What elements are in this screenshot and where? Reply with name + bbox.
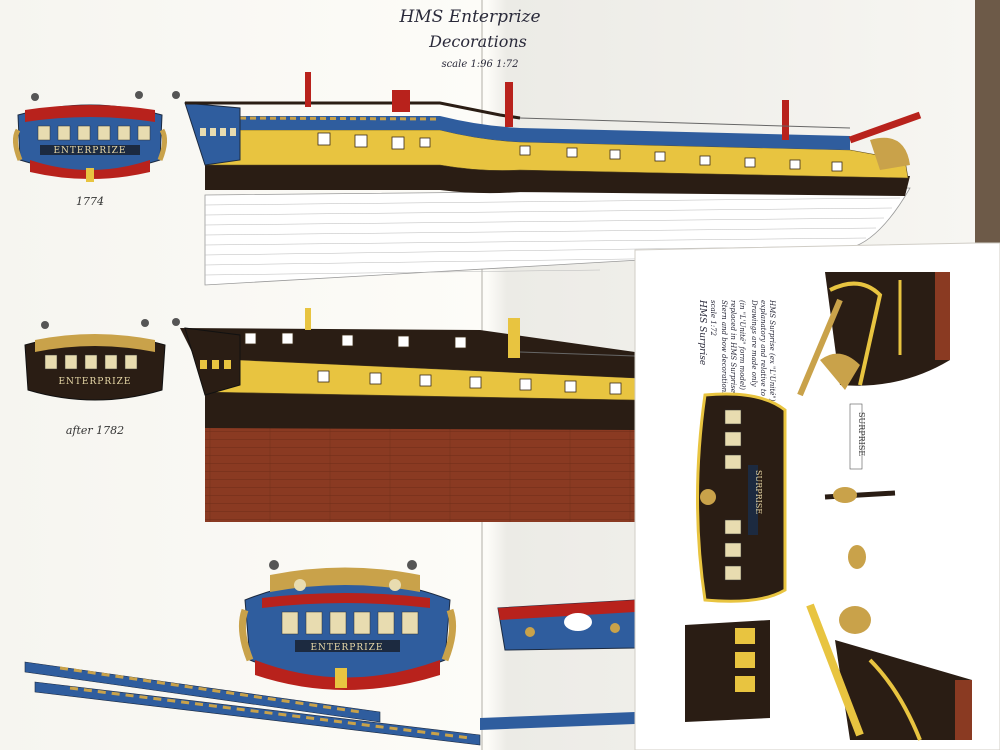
ship-profile-after-1782 xyxy=(172,308,636,522)
frieze-panel xyxy=(497,599,636,651)
caption-after-1782: after 1782 xyxy=(66,424,124,437)
insert-notes: HMS Surprise scale 1:72 Stern and bow de… xyxy=(697,299,776,402)
insert-stern-name: SURPRISE xyxy=(754,470,763,514)
insert-line-2: Stern and bow decorations xyxy=(720,300,728,396)
title-line-1: HMS Enterprize xyxy=(398,7,540,27)
insert-line-7: HMS Surprise (ex "L'Unité") xyxy=(768,299,776,402)
stern-after-name: ENTERPRIZE xyxy=(58,377,131,387)
insert-line-3: replaced in HMS Surprise xyxy=(729,300,737,393)
insert-line-6: explanatory and relative to xyxy=(759,300,767,396)
stern-1774: ENTERPRIZE 1774 xyxy=(12,91,168,208)
sheet-title: HMS Enterprize Decorations scale 1:96 1:… xyxy=(398,7,540,70)
stern-large-name: ENTERPRIZE xyxy=(310,643,383,653)
stern-1774-name: ENTERPRIZE xyxy=(53,146,126,156)
insert-line-4: (in "L'Unité" form model) xyxy=(738,300,746,390)
decoration-strips xyxy=(24,661,635,746)
stern-after-1782: ENTERPRIZE after 1782 xyxy=(24,319,166,437)
title-line-2: Decorations xyxy=(428,32,527,51)
ship-profile-1774 xyxy=(172,72,922,286)
caption-1774: 1774 xyxy=(76,195,104,208)
insert-line-0: HMS Surprise xyxy=(697,299,707,365)
insert-sheet: HMS Surprise scale 1:72 Stern and bow de… xyxy=(634,242,1000,750)
title-scale: scale 1:96 1:72 xyxy=(441,59,518,70)
insert-line-5: Drawings are made only xyxy=(750,299,758,388)
stern-large: ENTERPRIZE xyxy=(238,560,457,690)
insert-name-label: SURPRISE xyxy=(857,412,866,456)
insert-line-1: scale 1:72 xyxy=(709,300,717,337)
